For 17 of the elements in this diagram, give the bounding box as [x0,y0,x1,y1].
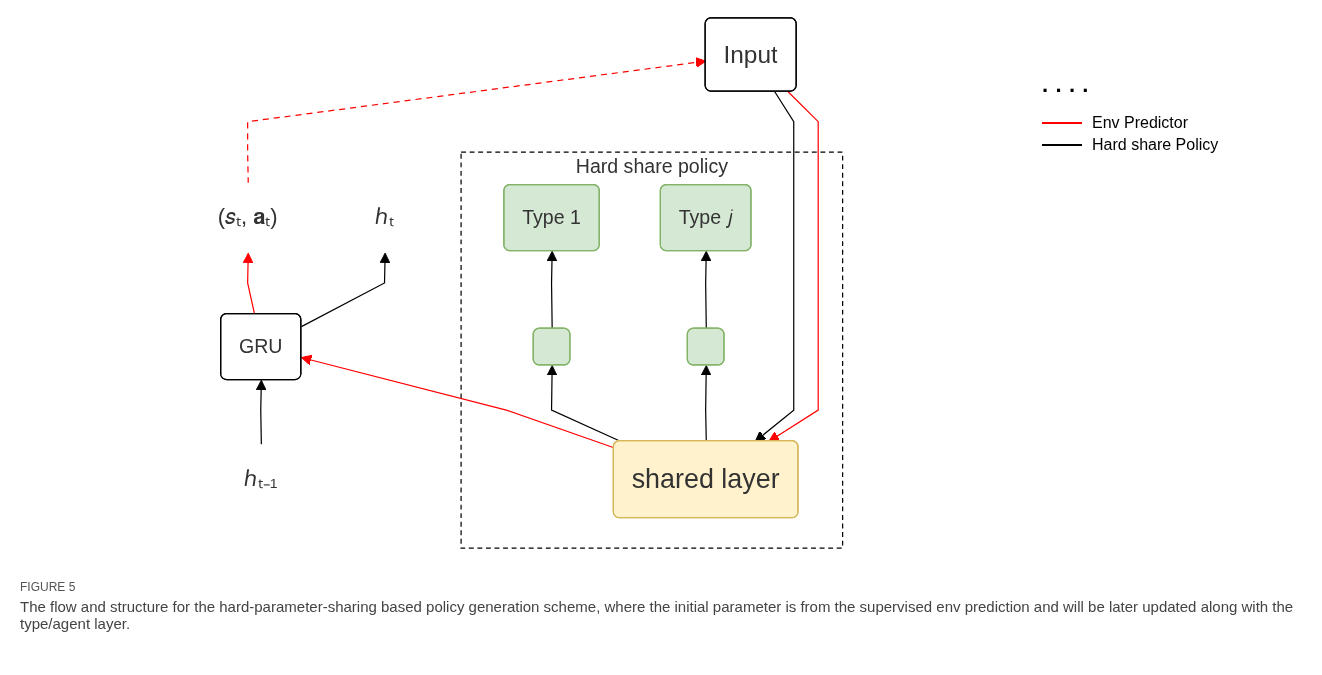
arrow [255,379,267,446]
ellipsis-dots: · · · · [1042,78,1091,104]
figure-number: FIGURE 5 [20,580,77,594]
arrow [300,252,391,328]
arrow [546,365,621,442]
figure-caption: The flow and structure for the hard-parameter-sharing based policy generation scheme, where the initial parameter is from the supervised env prediction and will be later updated along with the type/agent layer. [20,598,1295,632]
legend-text: Hard share Policy [1092,136,1219,154]
arrow [546,250,558,330]
arrow [700,250,712,330]
node-text: ℎₜ₋₁ [244,466,278,491]
arrow [754,91,795,442]
arrow [242,252,256,315]
legend-text: Env Predictor [1092,114,1189,132]
arrow [700,365,712,442]
node-text: ℎₜ [375,204,394,230]
node-text: (𝑠ₜ, 𝐚ₜ) [217,204,278,230]
arrow [768,91,819,442]
